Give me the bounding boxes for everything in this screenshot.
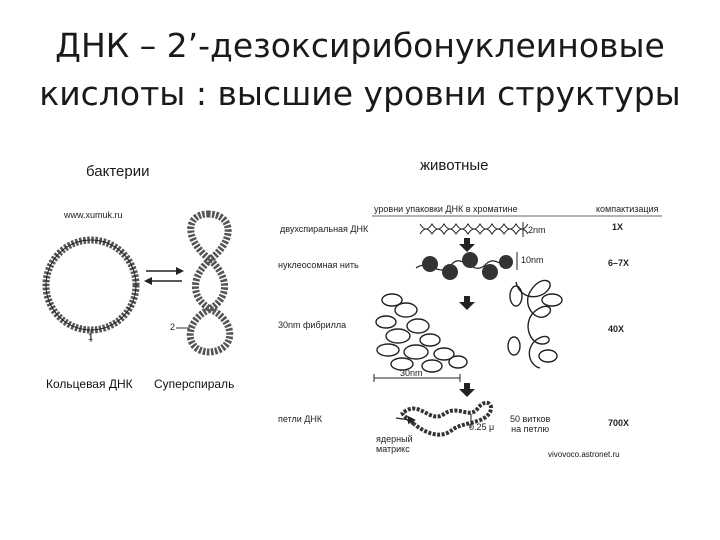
source-watermark: www.xumuk.ru bbox=[64, 210, 123, 220]
matrix-line-2: матрикс bbox=[376, 444, 410, 454]
level-size-double-helix: 2nm bbox=[528, 225, 546, 235]
matrix-line-1: ядерный bbox=[376, 434, 413, 444]
fibril-width-bar bbox=[373, 374, 461, 382]
level-name-nucleosome: нуклеосомная нить bbox=[278, 260, 359, 270]
nuclear-matrix-label: ядерный матрикс bbox=[376, 434, 413, 454]
compaction-nucleosome: 6–7X bbox=[608, 258, 630, 268]
label-number-2: 2 bbox=[170, 322, 176, 332]
circular-dna-ring bbox=[42, 236, 140, 334]
matrix-attachment bbox=[395, 416, 416, 424]
equilibrium-arrows bbox=[144, 267, 184, 285]
title-line-1: ДНК – 2’-дезоксирибонуклеиновые bbox=[55, 26, 665, 65]
column-header-levels: уровни упаковки ДНК в хроматине bbox=[374, 204, 518, 214]
level-size-fibril: 30nm bbox=[400, 368, 423, 378]
compaction-loops: 700X bbox=[608, 418, 630, 428]
loops-note-line-2: на петлю bbox=[511, 424, 550, 434]
title-line-2: кислоты : высшие уровни структуры bbox=[39, 74, 681, 113]
loops-note: 50 витков на петлю bbox=[510, 414, 550, 434]
label-number-1: 1 bbox=[88, 332, 94, 342]
compaction-fibril: 40X bbox=[608, 324, 625, 334]
fibril-coil bbox=[375, 293, 468, 373]
compaction-double-helix: 1X bbox=[612, 222, 624, 232]
loops-note-line-1: 50 витков bbox=[510, 414, 551, 424]
level-name-loops: петли ДНК bbox=[278, 414, 323, 424]
animals-heading: животные bbox=[420, 157, 489, 174]
column-header-compaction: компактизация bbox=[596, 204, 659, 214]
bacteria-heading: бактерии bbox=[86, 163, 150, 180]
source-credit: vivovoco.astronet.ru bbox=[548, 450, 620, 459]
circular-dna-label: Кольцевая ДНК bbox=[46, 377, 133, 391]
level-name-double-helix: двухспиральная ДНК bbox=[280, 224, 369, 234]
level-size-loops: 0.25 μ bbox=[469, 422, 495, 432]
slide-title: ДНК – 2’-дезоксирибонуклеиновые кислоты … bbox=[0, 22, 720, 118]
down-arrows bbox=[459, 238, 475, 397]
level-name-fibril: 30nm фибрилла bbox=[278, 320, 347, 330]
supercoil-dna bbox=[186, 210, 234, 356]
level-size-nucleosome: 10nm bbox=[521, 255, 544, 265]
supercoil-label: Суперспираль bbox=[154, 377, 235, 391]
solenoid-side bbox=[507, 279, 563, 369]
double-helix bbox=[419, 223, 529, 235]
nucleosome-string bbox=[415, 252, 513, 280]
